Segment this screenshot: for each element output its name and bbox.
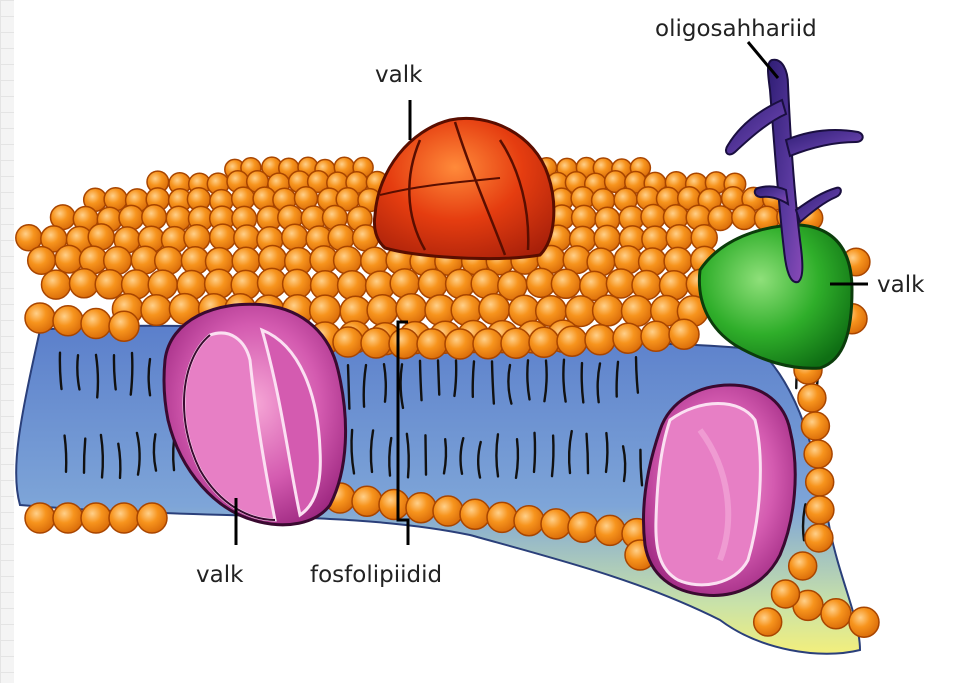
phospholipid-head: [406, 493, 436, 523]
fatty-acid-tail: [534, 433, 535, 472]
phospholipid-head: [732, 205, 757, 230]
phospholipid-head: [806, 468, 834, 496]
phospholipid-head: [81, 309, 111, 339]
phospholipid-head: [109, 503, 139, 533]
phospholipid-head: [53, 306, 83, 336]
label-protein-right: valk: [877, 272, 925, 298]
phospholipid-head: [396, 294, 427, 325]
phospholipid-head: [361, 247, 389, 275]
phospholipid-head: [641, 205, 666, 230]
phospholipid-head: [606, 269, 635, 298]
phospholipid-head: [417, 329, 447, 359]
peripheral-protein-top: [374, 118, 553, 258]
phospholipid-head: [595, 515, 625, 545]
phospholipid-head: [81, 503, 111, 533]
phospholipid-head: [338, 271, 367, 300]
fatty-acid-tail: [84, 439, 85, 473]
phospholipid-head: [42, 270, 71, 299]
phospholipid-head: [593, 295, 624, 326]
phospholipid-head: [210, 224, 236, 250]
fatty-acid-tail: [617, 362, 618, 397]
phospholipid-head: [541, 509, 571, 539]
phospholipid-head: [119, 205, 144, 230]
phospholipid-head: [445, 329, 475, 359]
fatty-acid-tail: [425, 435, 426, 474]
phospholipid-head: [70, 269, 99, 298]
label-phospholipids: fosfolipiidid: [310, 562, 442, 588]
phospholipid-head: [568, 512, 598, 542]
phospholipid-head: [418, 269, 447, 298]
phospholipid-head: [479, 294, 510, 325]
fatty-acid-tail: [606, 433, 607, 472]
phospholipid-head: [804, 440, 832, 468]
phospholipid-head: [367, 295, 398, 326]
phospholipid-head: [310, 295, 341, 326]
fatty-acid-tail: [438, 361, 439, 395]
phospholipid-head: [109, 311, 139, 341]
phospholipid-head: [754, 608, 782, 636]
fatty-acid-tail: [473, 361, 474, 397]
phospholipid-head: [585, 325, 615, 355]
phospholipid-head: [806, 496, 834, 524]
phospholipid-head: [25, 303, 55, 333]
phospholipid-head: [529, 327, 559, 357]
phospholipid-head: [389, 329, 419, 359]
phospholipid-head: [501, 328, 531, 358]
phospholipid-head: [514, 506, 544, 536]
phospholipid-head: [95, 270, 124, 299]
phospholipid-head: [361, 328, 391, 358]
phospholipid-head: [789, 552, 817, 580]
phospholipid-head: [282, 224, 308, 250]
phospholipid-head: [283, 269, 312, 298]
phospholipid-head: [53, 503, 83, 533]
phospholipid-head: [25, 503, 55, 533]
phospholipid-head: [669, 319, 699, 349]
phospholipid-head: [798, 384, 826, 412]
phospholipid-head: [352, 486, 382, 516]
phospholipid-head: [622, 296, 653, 327]
label-protein-bottom: valk: [196, 562, 244, 588]
phospholipid-head: [379, 490, 409, 520]
phospholipid-head: [473, 329, 503, 359]
fatty-acid-tail: [552, 436, 553, 477]
phospholipid-head: [142, 205, 167, 230]
phospholipid-head: [821, 599, 851, 629]
phospholipid-head: [557, 326, 587, 356]
phospholipid-head: [594, 225, 620, 251]
phospholipid-head: [487, 502, 517, 532]
phospholipid-head: [433, 496, 463, 526]
phospholipid-head: [55, 245, 83, 273]
phospholipid-head: [551, 269, 580, 298]
phospholipid-head: [805, 524, 833, 552]
phospholipid-head: [446, 269, 475, 298]
label-protein-top: valk: [375, 62, 423, 88]
fatty-acid-tail: [420, 361, 422, 400]
transmembrane-protein-right: [643, 385, 795, 595]
phospholipid-head: [460, 499, 490, 529]
phospholipid-head: [141, 295, 172, 326]
phospholipid-head: [334, 246, 362, 274]
phospholipid-head: [849, 607, 879, 637]
phospholipid-head: [801, 412, 829, 440]
phospholipid-head: [28, 247, 56, 275]
phospholipid-head: [333, 327, 363, 357]
fatty-acid-tail: [348, 365, 349, 409]
phospholipid-head: [772, 580, 800, 608]
phospholipid-head: [641, 321, 671, 351]
label-oligosaccharide: oligosahhariid: [655, 16, 817, 42]
phospholipid-head: [613, 323, 643, 353]
phospholipid-head: [137, 503, 167, 533]
